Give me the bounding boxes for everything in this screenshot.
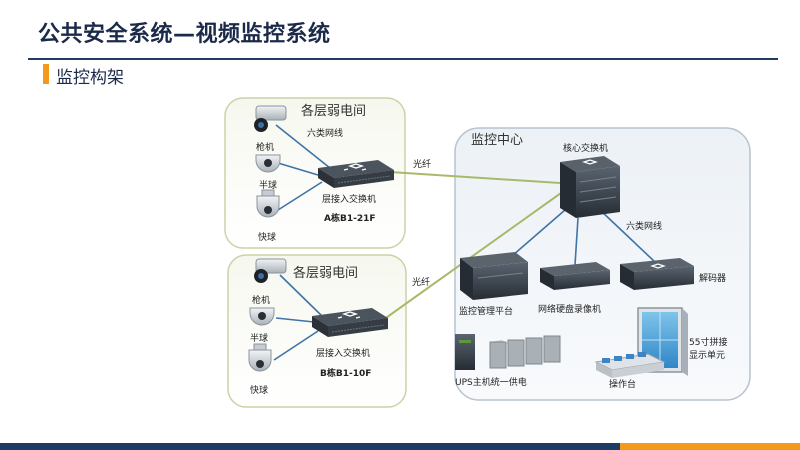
cable-b-1 bbox=[279, 274, 323, 317]
decoder-label: 解码器 bbox=[699, 272, 726, 284]
cable-core-decoder bbox=[599, 209, 656, 263]
footer-bar-orange bbox=[620, 443, 800, 450]
access-switch-a bbox=[318, 160, 394, 188]
bullet-camera-b bbox=[254, 258, 287, 283]
fiber-label-b: 光纤 bbox=[412, 276, 430, 288]
fiber-link-b bbox=[382, 192, 562, 321]
cable-a-1 bbox=[275, 124, 331, 169]
floor-a-switch-id: A栋B1-21F bbox=[324, 212, 376, 224]
cable-a-3 bbox=[277, 181, 323, 211]
fiber-link-a bbox=[389, 171, 561, 184]
floor-b-title: 各层弱电间 bbox=[293, 265, 358, 281]
access-switch-b bbox=[312, 308, 388, 337]
floor-b-cam2-label: 半球 bbox=[250, 332, 268, 344]
fiber-label-a: 光纤 bbox=[413, 158, 431, 170]
floor-b-switch-id: B栋B1-10F bbox=[320, 367, 371, 379]
ups-units bbox=[455, 334, 561, 370]
page-title: 公共安全系统—视频监控系统 bbox=[38, 22, 331, 47]
subtitle-accent-bar bbox=[43, 64, 49, 84]
cable-a-2 bbox=[277, 162, 319, 176]
floor-b-cam3-label: 快球 bbox=[250, 384, 268, 396]
title-underline bbox=[28, 58, 778, 60]
floor-a-cable-label: 六类网线 bbox=[307, 127, 343, 139]
center-cable-label: 六类网线 bbox=[626, 220, 662, 232]
nvr-recorder bbox=[540, 262, 610, 290]
floor-a-switch-label: 层接入交换机 bbox=[322, 193, 376, 205]
display-label-line1: 55寸拼接 bbox=[689, 336, 727, 348]
video-decoder bbox=[620, 258, 694, 290]
nvr-label: 网络硬盘录像机 bbox=[538, 303, 601, 315]
cable-b-2 bbox=[275, 317, 315, 323]
floor-b-switch-label: 层接入交换机 bbox=[316, 347, 370, 359]
dome-camera-a bbox=[255, 154, 281, 173]
management-platform bbox=[460, 252, 528, 300]
platform-label: 监控管理平台 bbox=[459, 305, 513, 317]
console-label: 操作台 bbox=[609, 378, 636, 390]
cable-core-nvr bbox=[574, 217, 579, 266]
floor-a-cam3-label: 快球 bbox=[258, 231, 276, 243]
bullet-camera-a bbox=[254, 105, 287, 132]
page-subtitle: 监控构架 bbox=[56, 68, 124, 88]
speed-dome-camera-b bbox=[248, 343, 272, 372]
floor-b-cam1-label: 枪机 bbox=[252, 294, 270, 306]
floor-a-cam1-label: 枪机 bbox=[256, 141, 274, 153]
display-label-line2: 显示单元 bbox=[689, 349, 725, 361]
floor-a-title: 各层弱电间 bbox=[301, 103, 366, 119]
dome-camera-b bbox=[249, 307, 275, 326]
footer-bar-navy bbox=[0, 443, 620, 450]
cable-b-3 bbox=[273, 330, 319, 361]
speed-dome-camera-a bbox=[256, 189, 280, 218]
core-switch-label: 核心交换机 bbox=[563, 142, 608, 154]
core-switch bbox=[560, 156, 620, 218]
center-title: 监控中心 bbox=[471, 133, 523, 148]
ups-label: UPS主机统一供电 bbox=[455, 376, 527, 388]
operator-console bbox=[594, 352, 666, 378]
floor-a-cam2-label: 半球 bbox=[259, 179, 277, 191]
